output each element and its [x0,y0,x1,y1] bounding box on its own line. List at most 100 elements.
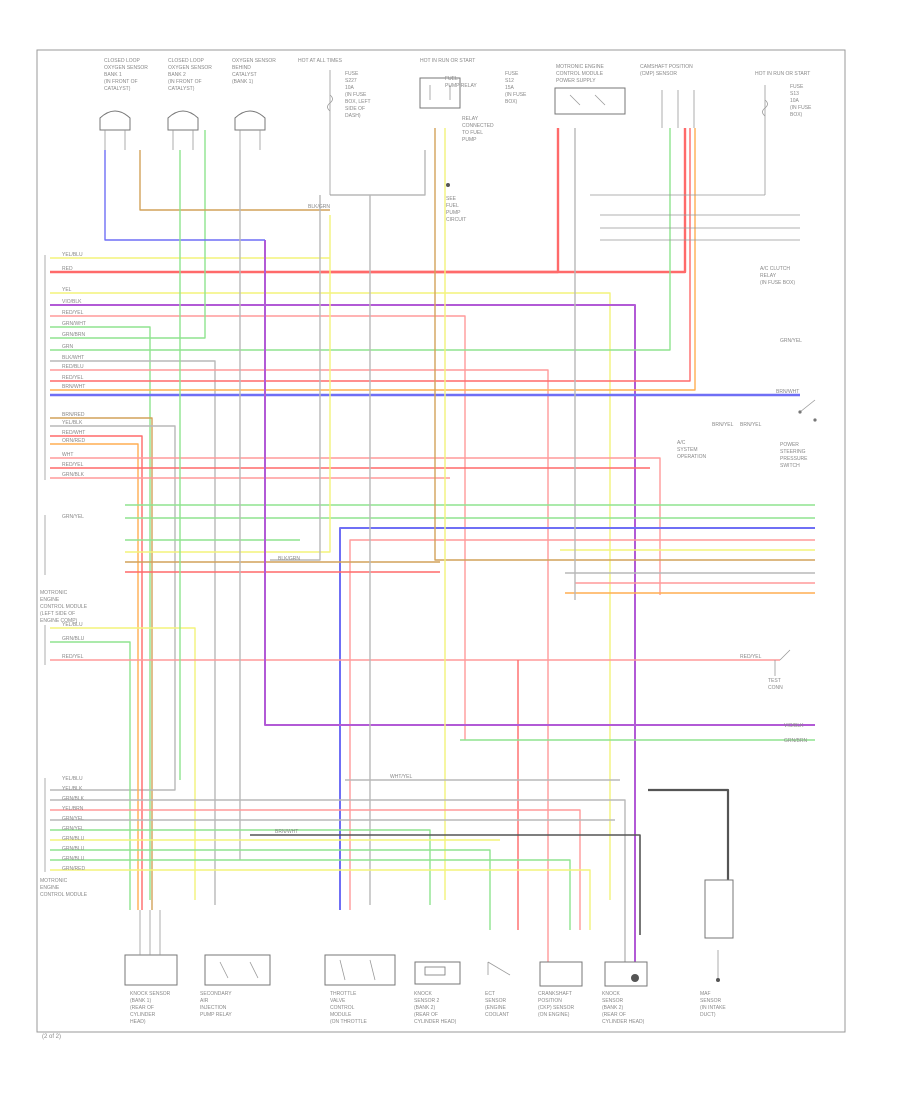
wire-label: (ON ENGINE) [538,1012,570,1018]
wire-label: 10A [345,85,355,91]
wire-green [50,849,491,930]
wire-black [250,834,641,935]
wire-label: CRANKSHAFT [538,991,572,997]
wire-label: ENGINE [40,597,60,603]
wire-green [50,829,431,905]
wire-blue [339,527,815,910]
wire-label: CATALYST [232,72,257,78]
wire-pink [50,369,549,975]
oxygen-sensor-bank1 [99,110,131,150]
wire-label: YEL/BLU [62,776,83,782]
wire-label: STEERING [780,449,806,455]
wire-label: (BANK 1) [232,79,253,85]
power-steering-switch [798,399,817,422]
wire-label: SENSOR [700,998,722,1004]
wire-red [50,128,560,274]
wire-label: (CKP) SENSOR [538,1005,575,1011]
wire-gray [50,799,626,975]
wire-label: (IN FUSE [505,92,527,98]
wire-label: KNOCK [414,991,432,997]
wire-label: (BANK 1) [130,998,151,1004]
wire-label: A/C [677,440,686,446]
wire-pink [349,539,815,910]
wire-label: BRN/RED [62,412,85,418]
wire-label: THROTTLE [330,991,357,997]
wire-label: MOTRONIC [40,878,68,884]
wire-label: (IN FRONT OF [168,79,202,85]
page-number: (2 of 2) [42,1034,62,1040]
wire-label: SEE [446,196,457,202]
wire-label: CONNECTED [462,123,494,129]
wire-label: (IN FUSE [345,92,367,98]
wire-label: RED/WHT [62,430,85,436]
wire-label: HOT AT ALL TIMES [298,58,343,64]
wire-label: CONTROL [330,1005,355,1011]
wire-label: (IN FUSE BOX) [760,280,795,286]
wire-label: FUSE [345,71,359,77]
wire-label: DUCT) [700,1012,716,1018]
wire-label: POWER [780,442,799,448]
wire-label: GRN/BLU [62,856,85,862]
wire-label: GRN/BLU [62,836,85,842]
wire-label: RED/YEL [62,310,84,316]
test-connector [774,649,791,676]
wire-orange [50,443,139,910]
wire-yellow [125,215,331,553]
wire-label: VIO/BLK [62,299,82,305]
wire-label: BANK 2 [168,72,186,78]
wire-label: BRN/YEL [712,422,734,428]
fuse-s227 [327,70,333,195]
wire-label: CONTROL MODULE [40,892,88,898]
wire-label: MAF [700,991,711,997]
wire-red [50,128,691,382]
wire-label: 10A [790,98,800,104]
wire-label: (ENGINE [485,1005,507,1011]
fuse-s13 [590,85,768,196]
component-layer [44,70,817,987]
wire-label: RELAY [760,273,777,279]
wire-label: SENSOR [485,998,507,1004]
wire-label: SECONDARY [200,991,232,997]
wire-label: YEL/BLU [62,252,83,258]
wire-label: (REAR OF [414,1012,438,1018]
wire-label: GRN/YEL [62,514,84,520]
wire-label: OXYGEN SENSOR [168,65,212,71]
wire-label: PUMP RELAY [200,1012,232,1018]
wire-green [50,130,206,339]
wire-label: YEL/BLK [62,420,83,426]
wire-label: GRN/WHT [62,321,86,327]
crankshaft-position-sensor [539,961,583,987]
wire-label: YEL [62,287,72,293]
wire-label: (IN FUSE [790,105,812,111]
wire-label: BLK/GRN [278,556,300,562]
wire-label: BOX) [505,99,518,105]
wire-label: GRN/BRN [62,332,85,338]
wire-label: VIO/BLK [784,723,804,729]
wire-label: (REAR OF [130,1005,154,1011]
wire-layer [50,128,815,975]
ect-sensor [487,961,511,976]
wire-label: TO FUEL [462,130,483,136]
wire-label: GRN/YEL [62,816,84,822]
wire-label: RELAY [462,116,479,122]
wire-black [648,788,730,900]
wire-yellow [50,292,611,900]
wire-label: AIR [200,998,209,1004]
wire-red [50,435,143,910]
wire-label: CIRCUIT [446,217,466,223]
diagram-border [36,49,846,1033]
wire-green [50,128,671,351]
wire-label: YEL/BLK [62,786,83,792]
wire-label: CONTROL MODULE [40,604,88,610]
wire-label: (BANK 2) [602,1005,623,1011]
wire-label: BRN/WHT [776,389,799,395]
throttle-valve-control-module [324,954,396,986]
wire-violet [264,240,815,726]
knock-sensor-bank1 [124,910,178,986]
wire-label: S13 [790,91,799,97]
wire-label: 15A [505,85,515,91]
wire-label: S12 [505,78,514,84]
wire-label: CONTROL MODULE [556,71,604,77]
